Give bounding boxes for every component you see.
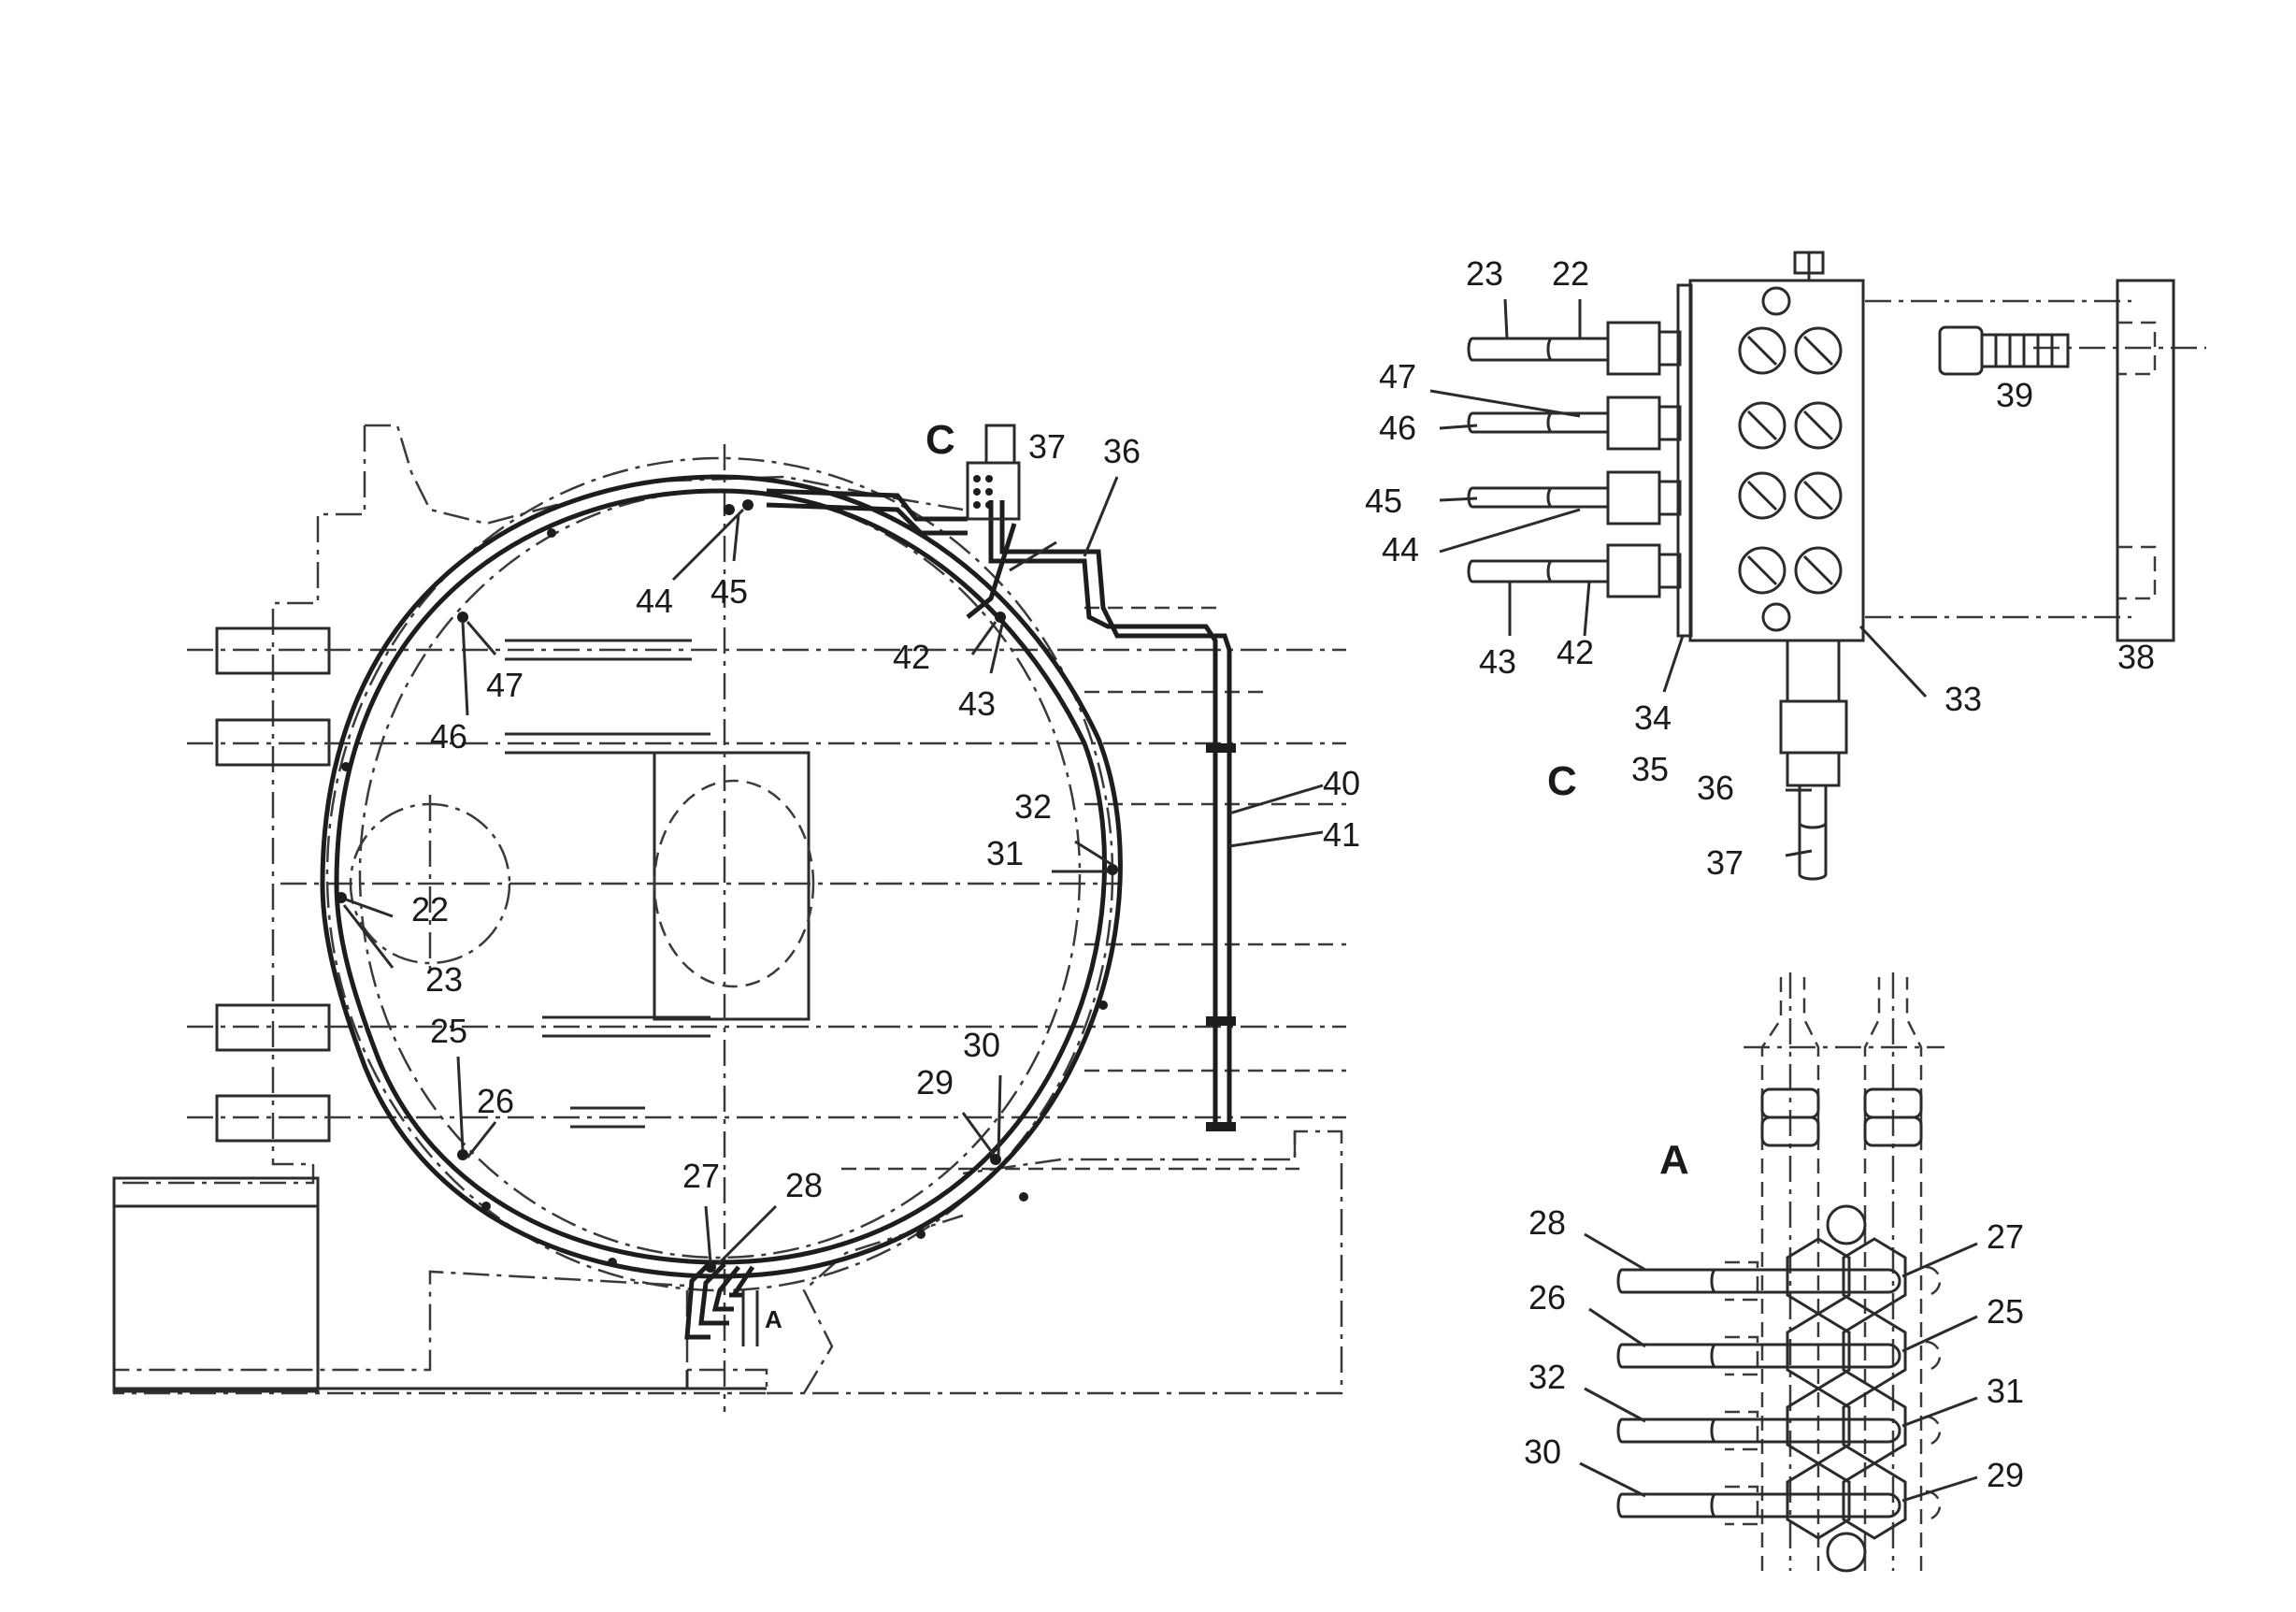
detail-a-leaders [1579,1232,1978,1503]
callout-22-main: 22 [411,890,449,928]
callout-30-a: 30 [1524,1432,1561,1471]
callout-25-main: 25 [430,1012,467,1050]
detail-c-title: C [1547,758,1577,804]
bottom-connection-a [684,1260,759,1346]
callout-25-a: 25 [1987,1292,2024,1331]
callout-33-c: 33 [1944,680,1982,718]
detail-c-view: 23 22 47 46 45 44 43 42 34 35 33 36 37 3… [1365,251,2206,882]
callout-47-main: 47 [486,666,524,704]
callout-46-c: 46 [1379,409,1416,447]
callout-31-a: 31 [1987,1372,2024,1410]
view-c-marker: C [926,417,955,463]
callout-45-c: 45 [1365,482,1402,520]
callout-43-c: 43 [1479,642,1516,681]
callout-36-main: 36 [1103,432,1141,470]
machine-frame [112,424,1343,1395]
main-leaders [342,476,1324,1266]
callout-47-c: 47 [1379,357,1416,396]
callout-41-main: 41 [1323,815,1360,854]
callout-26-a: 26 [1528,1278,1566,1317]
screw-plugs [1738,326,1843,595]
callout-40-main: 40 [1323,764,1360,802]
main-view-labels: C A 37 36 44 45 42 43 47 46 40 41 32 31 … [411,417,1360,1333]
callout-45-main: 45 [710,572,748,611]
callout-42-c: 42 [1557,633,1594,671]
mounting-plate [2116,279,2175,642]
callout-28-a: 28 [1528,1203,1566,1242]
callout-29-a: 29 [1987,1456,2024,1494]
callout-35-c: 35 [1631,750,1669,788]
callout-23-main: 23 [425,960,463,999]
callout-37-main: 37 [1028,427,1066,466]
view-a-marker: A [765,1305,782,1333]
feed-pipes [766,424,1236,1131]
callout-42-main: 42 [893,638,930,676]
ring-fittings [336,499,1118,1273]
callout-34-c: 34 [1634,698,1672,737]
callout-27-a: 27 [1987,1217,2024,1256]
detail-c-labels: 23 22 47 46 45 44 43 42 34 35 33 36 37 3… [1365,254,2155,882]
detail-a-pipes [1616,1260,1942,1526]
callout-31-main: 31 [986,834,1024,872]
detail-c-leaders [1429,298,1928,857]
callout-29-main: 29 [916,1063,954,1101]
callout-27-main: 27 [682,1157,720,1195]
callout-44-main: 44 [636,582,673,620]
main-view: C A 37 36 44 45 42 43 47 46 40 41 32 31 … [112,417,1360,1412]
callout-39-c: 39 [1996,376,2033,414]
callout-46-main: 46 [430,717,467,756]
center-housing [280,444,1122,1412]
callout-43-main: 43 [958,684,996,723]
detail-a-title: A [1659,1137,1689,1183]
detail-a-view: A [1524,972,2024,1573]
detail-a-labels: 28 27 26 25 32 31 30 29 [1524,1203,2024,1494]
detail-a-hex-nuts [1786,1237,1907,1540]
callout-32-main: 32 [1014,787,1052,826]
callout-28-main: 28 [785,1166,823,1204]
callout-44-c: 44 [1382,530,1419,569]
distributor-pipes [1467,321,1848,881]
callout-30-main: 30 [963,1026,1000,1064]
callout-23-c: 23 [1466,254,1503,293]
callout-26-main: 26 [477,1082,514,1120]
callout-22-c: 22 [1552,254,1589,293]
callout-36-c: 36 [1697,769,1734,807]
callout-32-a: 32 [1528,1358,1566,1396]
callout-38-c: 38 [2117,638,2155,676]
callout-37-c: 37 [1706,843,1744,882]
cap-screw [1938,325,2070,376]
